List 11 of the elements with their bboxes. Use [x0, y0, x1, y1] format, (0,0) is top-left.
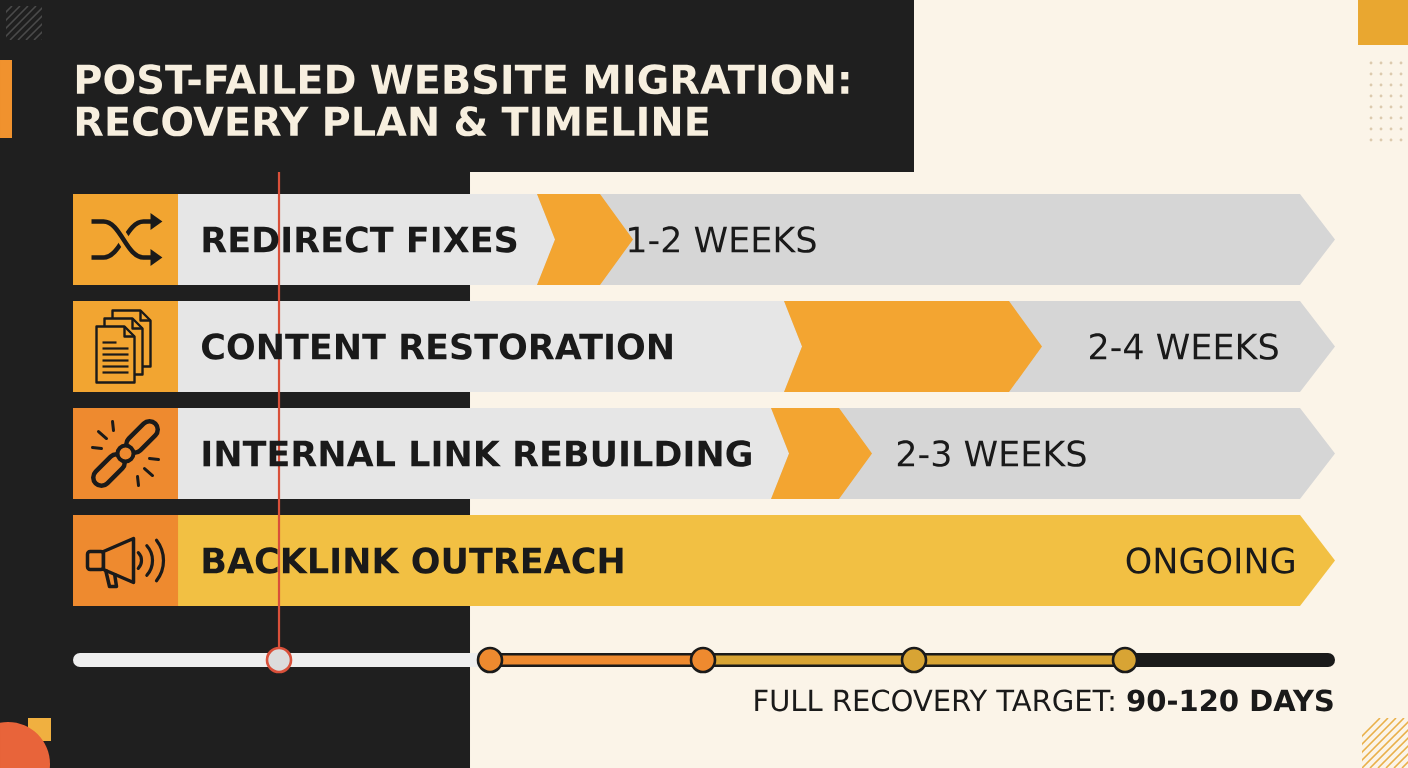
duration-label: ONGOING [1126, 547, 1294, 574]
duration-label: 2-3 WEEKS [897, 440, 1086, 467]
arrow-band [178, 515, 1335, 606]
duration-label: 1-2 WEEKS [629, 226, 816, 253]
title: POST-FAILED WEBSITE MIGRATION: RECOVERY PLAN & TIMELINE [76, 64, 849, 137]
duration-label: 2-4 WEEKS [1090, 333, 1278, 360]
arrow-band [178, 301, 1335, 392]
task-label: BACKLINK OUTREACH [203, 547, 623, 574]
arrow-band [178, 194, 1335, 285]
target-note: FULL RECOVERY TARGET: 90-120 DAYS [755, 689, 1333, 712]
arrow-band [178, 408, 1335, 499]
